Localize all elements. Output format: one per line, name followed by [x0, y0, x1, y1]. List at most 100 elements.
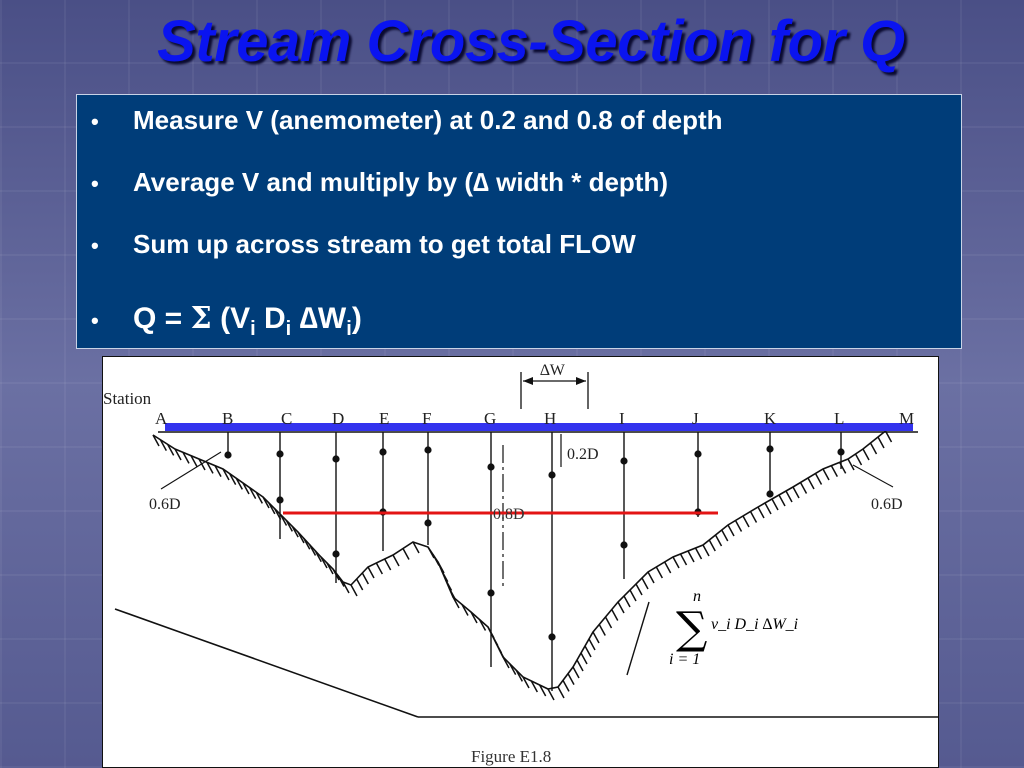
hatch-mark — [255, 491, 263, 504]
hatch-mark — [830, 465, 838, 478]
hatch-mark — [778, 494, 786, 507]
station-letter-c: C — [281, 409, 292, 428]
hatch-mark — [647, 571, 655, 584]
hatch-mark — [326, 562, 334, 575]
station-label: Station — [103, 389, 152, 408]
hatch-mark — [562, 679, 570, 692]
measurement-point — [332, 550, 340, 558]
hatch-mark — [884, 430, 893, 443]
hatch-mark — [877, 436, 885, 449]
hatch-mark — [502, 656, 510, 669]
hatch-mark — [356, 578, 364, 591]
station-letter-g: G — [484, 409, 496, 428]
hatch-mark — [515, 669, 523, 682]
hatch-mark — [598, 624, 606, 636]
left-leader-line — [160, 451, 222, 490]
hatch-mark — [308, 544, 317, 556]
hatch-mark — [182, 451, 190, 464]
hatch-mark — [530, 680, 538, 693]
hatch-mark — [576, 659, 584, 672]
measurement-point — [487, 589, 495, 597]
station-letter-i: I — [619, 409, 625, 428]
station-letter-m: M — [899, 409, 914, 428]
bullet-dot-icon: • — [91, 171, 99, 196]
hatch-mark — [392, 554, 400, 567]
measurement-point — [424, 446, 432, 454]
depth-02-label: 0.2D — [567, 446, 599, 463]
hatch-mark — [285, 519, 293, 532]
hatch-mark — [687, 550, 695, 563]
hatch-mark — [862, 448, 870, 461]
hatch-mark — [448, 587, 456, 600]
station-letter-k: K — [764, 409, 777, 428]
formula-bullet: • Q = Σ (Vi Di ∆Wi) — [87, 301, 951, 341]
arrow-right-icon — [576, 377, 586, 385]
hatch-mark — [785, 490, 793, 503]
bullet-text: Sum up across stream to get total FLOW — [133, 229, 636, 259]
hatch-mark — [297, 531, 305, 544]
hatch-mark — [375, 562, 383, 575]
hatch-mark — [792, 486, 800, 499]
formula-dw: ∆W — [291, 302, 347, 335]
station-letter-h: H — [544, 409, 556, 428]
station-letter-j: J — [692, 409, 699, 428]
hatch-mark — [303, 537, 311, 550]
hatch-mark — [557, 686, 565, 699]
hatch-mark — [869, 442, 878, 455]
hatch-mark — [509, 663, 517, 676]
measurement-point — [276, 450, 284, 458]
station-letter-d: D — [332, 409, 344, 428]
formula-d: D — [255, 302, 286, 335]
bullet-dot-icon: • — [91, 233, 99, 258]
formula-sub-v: i — [250, 318, 256, 340]
hatch-mark — [361, 572, 369, 585]
bullet-text: Average V and multiply by (∆ width * dep… — [133, 167, 668, 197]
formula-lhs: Q = — [133, 302, 183, 335]
hatch-mark — [235, 477, 243, 490]
measurement-point — [379, 448, 387, 456]
slide-title: Stream Cross-Section for Q — [157, 9, 905, 74]
hatch-mark — [350, 584, 358, 597]
depth-08-label: 0.8D — [493, 506, 525, 523]
bullet-item: • Average V and multiply by (∆ width * d… — [87, 167, 951, 198]
hatch-mark — [470, 611, 478, 624]
station-letter-l: L — [834, 409, 844, 428]
bullet-text: Measure V (anemometer) at 0.2 and 0.8 of… — [133, 105, 723, 135]
measurement-point — [276, 496, 284, 504]
hatch-mark — [441, 570, 449, 583]
hatch-mark — [604, 616, 613, 629]
hatch-mark — [702, 544, 710, 557]
hatch-mark — [708, 539, 716, 552]
measurement-point — [487, 463, 495, 471]
station-letter-f: F — [422, 409, 431, 428]
hatch-mark — [337, 575, 345, 587]
bullet-dot-icon: • — [91, 109, 99, 134]
hatch-mark — [167, 443, 175, 456]
hatch-mark — [222, 468, 230, 481]
bank-line — [626, 601, 650, 676]
hatch-mark — [268, 502, 276, 515]
hatch-mark — [584, 645, 592, 658]
hatch-mark — [714, 534, 723, 547]
right-leader-line — [852, 464, 894, 488]
sum-term: v_i D_i ∆W_i — [711, 616, 798, 633]
hatch-mark — [547, 688, 555, 701]
summation-icon: ∑ — [676, 603, 707, 654]
hatch-mark — [757, 506, 765, 519]
hatch-mark — [588, 638, 596, 651]
hatch-mark — [249, 487, 257, 500]
hatch-mark — [694, 547, 703, 560]
hatch-mark — [854, 453, 863, 466]
measurement-point — [766, 445, 774, 453]
hatch-mark — [727, 524, 735, 537]
hatch-mark — [190, 455, 198, 468]
measurement-point — [548, 633, 556, 641]
hatch-mark — [522, 676, 530, 689]
hatch-mark — [611, 609, 619, 621]
hatch-mark — [629, 589, 637, 602]
right-06d-label: 0.6D — [871, 496, 903, 513]
hatch-mark — [152, 434, 160, 447]
measurement-point — [620, 457, 628, 465]
delta-w-label: ∆W — [540, 362, 566, 379]
